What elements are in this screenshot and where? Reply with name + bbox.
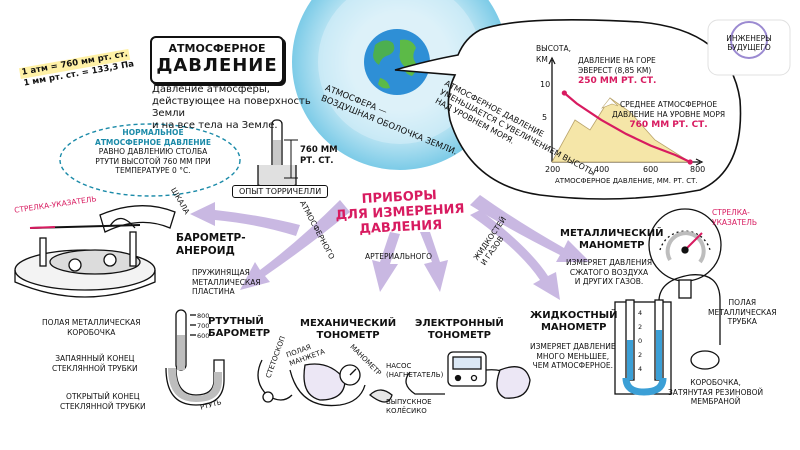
chart-xlabel: атмосферное давление, мм. рт. ст. (555, 177, 698, 185)
everest-annotation: Давление на горе Эверест (8,85 км) 250 м… (578, 56, 657, 86)
center-title: Приборы для измерения давления (335, 188, 465, 238)
chart-ytick-5: 5 (542, 113, 548, 122)
normal-pressure-text: Нормальное атмосферное давление равно да… (95, 128, 211, 175)
metal-mano-tube-label: Полая металлическая трубка (708, 298, 777, 326)
mechanical-tonometer-drawing (257, 359, 393, 407)
mech-title: Механический тонометр (300, 318, 397, 341)
metal-manometer-drawing (648, 208, 722, 299)
chart-ytick-10: 10 (540, 80, 551, 89)
mercury-closed-label: Запаянный конец стеклянной трубки (52, 354, 138, 373)
torricelli-label: Опыт Торричелли (232, 185, 329, 198)
metal-mano-pointer-label: Стрелка- указатель (712, 208, 758, 227)
chart-xtick-800: 800 (690, 165, 706, 174)
aneroid-box-label: Полая металлическая коробочка (42, 318, 141, 337)
chart-xtick-200: 200 (545, 165, 561, 174)
logo-circle-icon (730, 21, 768, 59)
logo: Инженеры будущего (726, 34, 772, 52)
chart-xtick-400: 400 (594, 165, 610, 174)
pressure-point (561, 90, 567, 96)
metal-mano-title: Металлический манометр (560, 228, 664, 251)
aneroid-drawing (14, 205, 176, 298)
sealevel-annotation: Среднее атмосферное давление на уровне м… (612, 100, 726, 130)
liq-mano-text: Измеряет давление много меньшее, чем атм… (530, 342, 616, 370)
branch-art-label: артериального (365, 252, 433, 261)
title-line2: давление (156, 55, 278, 76)
pressure-series-line (563, 92, 691, 163)
pressure-point (687, 159, 693, 165)
aneroid-spring-label: Пружинящая металлическая пластина (192, 268, 261, 296)
mercury-ticks: 800 700 600 (197, 312, 210, 340)
chart-xtick-600: 600 (643, 165, 659, 174)
title-line1: Атмосферное (168, 42, 266, 55)
branch-arrows (190, 195, 590, 300)
pressure-curve (561, 90, 693, 165)
mercury-barometer-drawing (165, 309, 225, 406)
elec-title: Электронный тонометр (415, 318, 504, 341)
torricelli-value: 760 мм рт. ст. (300, 145, 338, 166)
earth-icon (364, 29, 430, 95)
mercury-title: Ртутный барометр (208, 316, 271, 339)
chart-ylabel: Высота, км (536, 44, 571, 64)
aneroid-title: Барометр- анероид (176, 232, 246, 257)
title-box: Атмосферное давление (150, 36, 284, 84)
liq-mano-box-label: Коробочка, затянутая резиновой мембраной (668, 378, 764, 406)
mercury-open-label: Открытый конец стеклянной трубки (60, 392, 146, 411)
metal-mano-text: Измеряет давления сжатого воздуха и друг… (566, 258, 653, 286)
definition-text: Давление атмосферы, действующее на повер… (152, 84, 311, 131)
liquid-manometer-drawing (614, 274, 721, 396)
liq-mano-title: Жидкостный манометр (530, 310, 618, 333)
electronic-tonometer-drawing (405, 351, 531, 399)
mech-pump-label: насос (нагнетатель) (386, 362, 444, 379)
mech-valve-label: выпускное колёсико (386, 398, 432, 415)
liq-mano-scale: 4 2 0 2 4 (638, 309, 643, 373)
